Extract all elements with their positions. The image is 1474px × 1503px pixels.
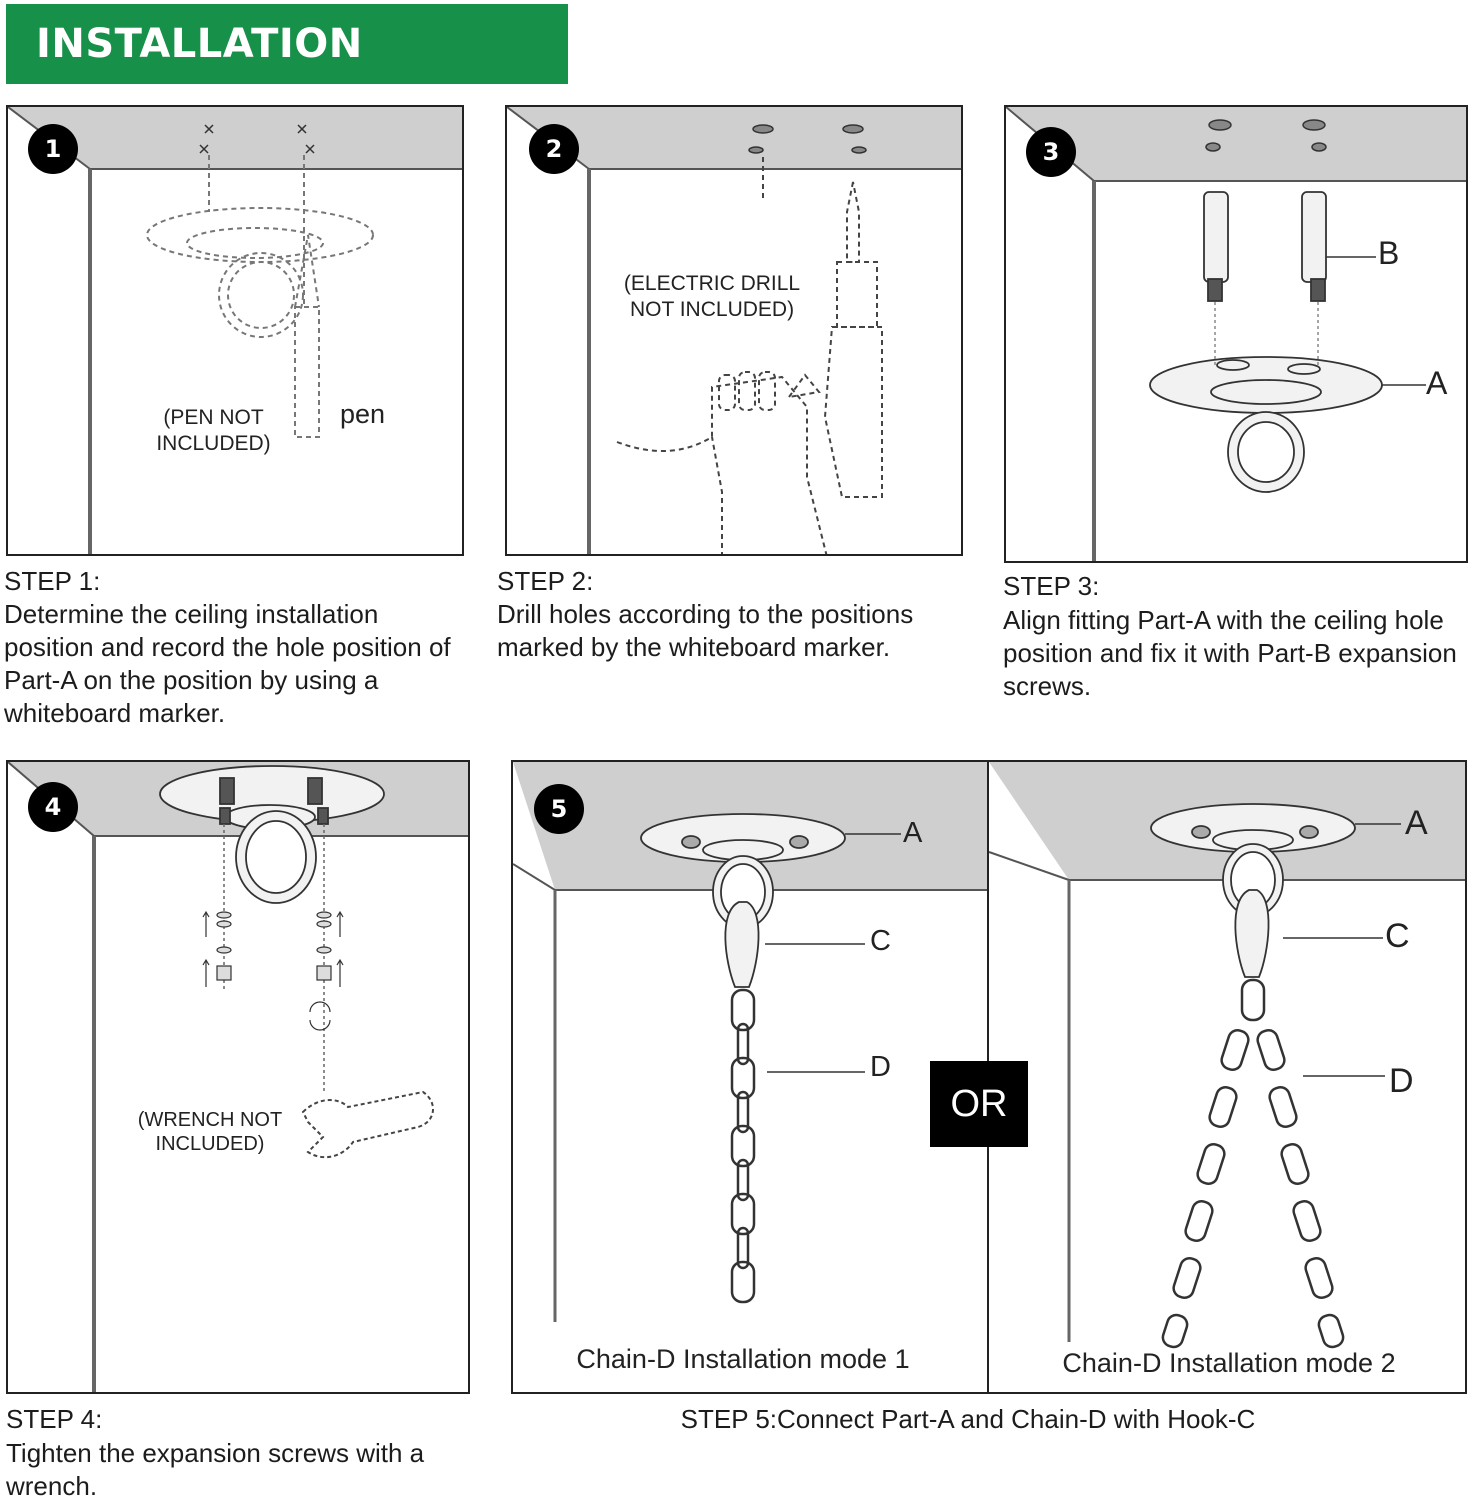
step-2-panel: 2 (ELECTRIC DRILL NOT INCLUDED) [505, 105, 963, 556]
step-4-text: Tighten the expansion screws with a wren… [6, 1438, 425, 1501]
step-1-illustration [8, 107, 462, 554]
pen-label: pen [340, 399, 386, 429]
step-4-illustration [8, 762, 468, 1392]
step-1-label: STEP 1: [4, 566, 101, 596]
part-b-label: B [1378, 235, 1400, 271]
step-4-panel: 4 (WRENCH NOT INCLUDED) [6, 760, 470, 1394]
or-divider: OR [930, 1061, 1028, 1147]
step-3-badge: 3 [1026, 127, 1076, 177]
mode-2-caption: Chain-D Installation mode 2 [1062, 1348, 1396, 1378]
mode-1-caption: Chain-D Installation mode 1 [576, 1344, 910, 1374]
step-3-panel: 3 B A [1004, 105, 1468, 563]
step-4-note: (WRENCH NOT INCLUDED) [137, 1109, 283, 1155]
step-3-text: Align fitting Part-A with the ceiling ho… [1003, 605, 1457, 701]
step-2-illustration [507, 107, 961, 554]
step-5-badge: 5 [534, 784, 584, 834]
step-1-note: (PEN NOT INCLUDED) [156, 406, 271, 455]
step-4-label: STEP 4: [6, 1404, 103, 1434]
step-2-text: Drill holes according to the positions m… [497, 599, 914, 662]
mode-1-part-c: C [870, 925, 891, 957]
step-5-illustration [513, 762, 1465, 1392]
step-1-panel: 1 (PEN NOT INCLUDED) pen [6, 105, 464, 556]
step-2-label: STEP 2: [497, 566, 594, 596]
step-3-label: STEP 3: [1003, 571, 1100, 601]
page-title: INSTALLATION METHOD [6, 4, 568, 147]
mode-2-part-c: C [1385, 917, 1410, 955]
step-5-label: STEP 5:Connect Part-A and Chain-D with H… [680, 1404, 1256, 1434]
mode-2-part-d: D [1389, 1062, 1414, 1100]
mode-1-part-a: A [903, 817, 923, 849]
mode-2-part-a: A [1405, 804, 1428, 842]
mode-1-part-d: D [870, 1051, 891, 1083]
step-4-badge: 4 [28, 782, 78, 832]
step-2-badge: 2 [529, 124, 579, 174]
step-2-note: (ELECTRIC DRILL NOT INCLUDED) [623, 272, 801, 321]
step-1-badge: 1 [28, 124, 78, 174]
step-3-illustration [1006, 107, 1466, 561]
part-a-label: A [1426, 365, 1448, 401]
step-1-text: Determine the ceiling installation posit… [4, 599, 451, 728]
